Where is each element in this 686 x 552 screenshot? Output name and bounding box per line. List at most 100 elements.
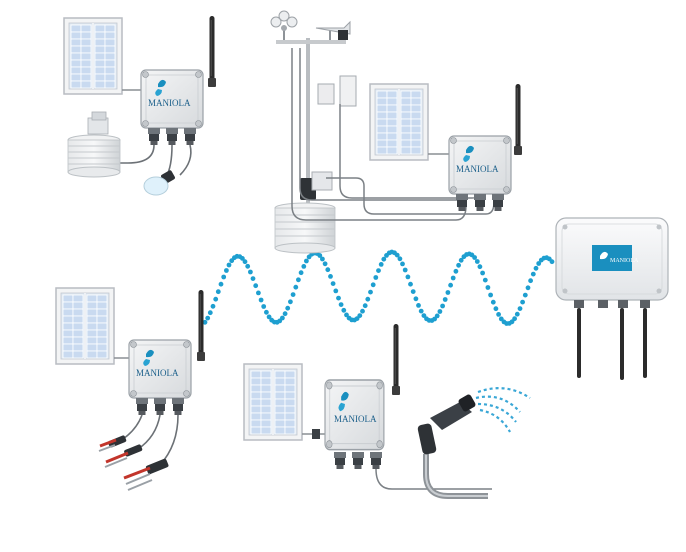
signal-dot: [520, 299, 525, 305]
signal-dot: [256, 290, 261, 296]
water-spray: [475, 387, 531, 433]
antenna-icon: [513, 83, 523, 156]
signal-dot: [514, 311, 520, 317]
anemometer-icon: [270, 10, 298, 40]
signal-dot: [293, 284, 299, 290]
signal-dot: [362, 303, 368, 309]
solar-panel-icon: [243, 363, 303, 441]
signal-dot: [226, 262, 232, 268]
signal-dot: [496, 312, 501, 317]
signal-dot: [528, 278, 533, 284]
gateway[interactable]: MANIOLA: [555, 217, 669, 380]
signal-dot: [373, 275, 379, 280]
signal-dot: [250, 276, 256, 281]
antenna-icon: [196, 289, 206, 362]
signal-dot: [320, 256, 325, 262]
signal-dot: [394, 252, 400, 258]
signal-dot: [400, 261, 405, 267]
signal-dot: [490, 299, 496, 305]
signal-dot: [536, 261, 542, 266]
signal-dot: [207, 310, 213, 316]
signal-dot: [410, 289, 416, 294]
signal-dot: [397, 256, 403, 262]
signal-dot: [450, 275, 456, 281]
signal-dot: [325, 267, 331, 273]
signal-dot: [248, 269, 253, 275]
signal-dot: [368, 289, 373, 295]
signal-dot: [218, 281, 224, 287]
soil-probe-icon: [123, 458, 169, 491]
signal-dot: [493, 306, 499, 312]
signal-dot: [517, 306, 523, 311]
signal-dot: [344, 312, 349, 318]
signal-dot: [338, 302, 344, 307]
node-air-sensor[interactable]: MANIOLA: [63, 15, 217, 196]
signal-dot: [525, 285, 531, 291]
signal-dot: [453, 268, 459, 274]
signal-dot: [549, 259, 555, 265]
solar-panel-icon: [55, 287, 115, 365]
node-soil-probes[interactable]: MANIOLA: [55, 287, 206, 491]
signal-dot: [317, 253, 323, 258]
soil-probe-icon: [104, 444, 143, 468]
signal-dot: [405, 274, 411, 280]
light-sensor-icon: [143, 170, 175, 196]
signal-dot: [213, 296, 219, 302]
solar-panel-icon: [369, 83, 429, 161]
signal-dot: [365, 296, 371, 302]
signal-dot: [530, 271, 536, 277]
soil-probe-icon: [98, 435, 127, 452]
signal-dot: [280, 315, 285, 321]
signal-dot: [333, 288, 339, 294]
signal-dot: [378, 262, 384, 267]
radiation-shield-icon: [274, 171, 336, 254]
node-irrigation[interactable]: MANIOLA: [243, 323, 531, 499]
signal-dot: [245, 263, 251, 269]
signal-dot: [341, 307, 347, 313]
signal-dot: [205, 315, 211, 321]
signal-dot: [480, 270, 485, 276]
signal-dot: [215, 289, 221, 295]
wind-vane-icon: [315, 20, 351, 40]
antenna-icon: [577, 308, 647, 380]
signal-dot: [285, 305, 291, 311]
signal-dot: [485, 285, 491, 290]
brand-label: MANIOLA: [136, 368, 179, 378]
signal-dot: [472, 255, 477, 260]
signal-wave-icon: [202, 249, 555, 326]
node-weather-station[interactable]: MANIOLA: [270, 10, 523, 254]
signal-dot: [477, 264, 483, 270]
signal-dot: [264, 309, 269, 315]
signal-dot: [488, 292, 493, 298]
signal-dot: [442, 297, 448, 302]
signal-dot: [210, 303, 216, 309]
radiation-shield-icon: [67, 111, 121, 178]
signal-dot: [533, 265, 539, 271]
brand-label: MANIOLA: [148, 98, 191, 108]
signal-dot: [202, 319, 208, 325]
signal-dot: [421, 313, 427, 318]
antenna-icon: [207, 15, 217, 88]
signal-dot: [221, 274, 227, 280]
signal-dot: [261, 304, 267, 309]
signal-dot: [456, 262, 461, 268]
signal-dot: [360, 308, 365, 314]
signal-dot: [330, 281, 336, 286]
signal-dot: [418, 308, 424, 314]
solar-panel-icon: [63, 17, 123, 95]
spray-nozzle-icon: [417, 394, 488, 499]
signal-dot: [288, 299, 293, 305]
signal-dot: [445, 290, 451, 295]
signal-dot: [482, 277, 488, 283]
signal-dot: [336, 295, 341, 301]
signal-dot: [240, 256, 245, 261]
signal-dot: [402, 267, 408, 273]
signal-dot: [242, 259, 248, 265]
signal-dot: [512, 316, 517, 322]
signal-dot: [304, 258, 309, 264]
butterfly-logo-icon: [592, 245, 632, 271]
signal-dot: [357, 313, 363, 318]
signal-dot: [290, 292, 296, 297]
signal-dot: [322, 261, 328, 267]
